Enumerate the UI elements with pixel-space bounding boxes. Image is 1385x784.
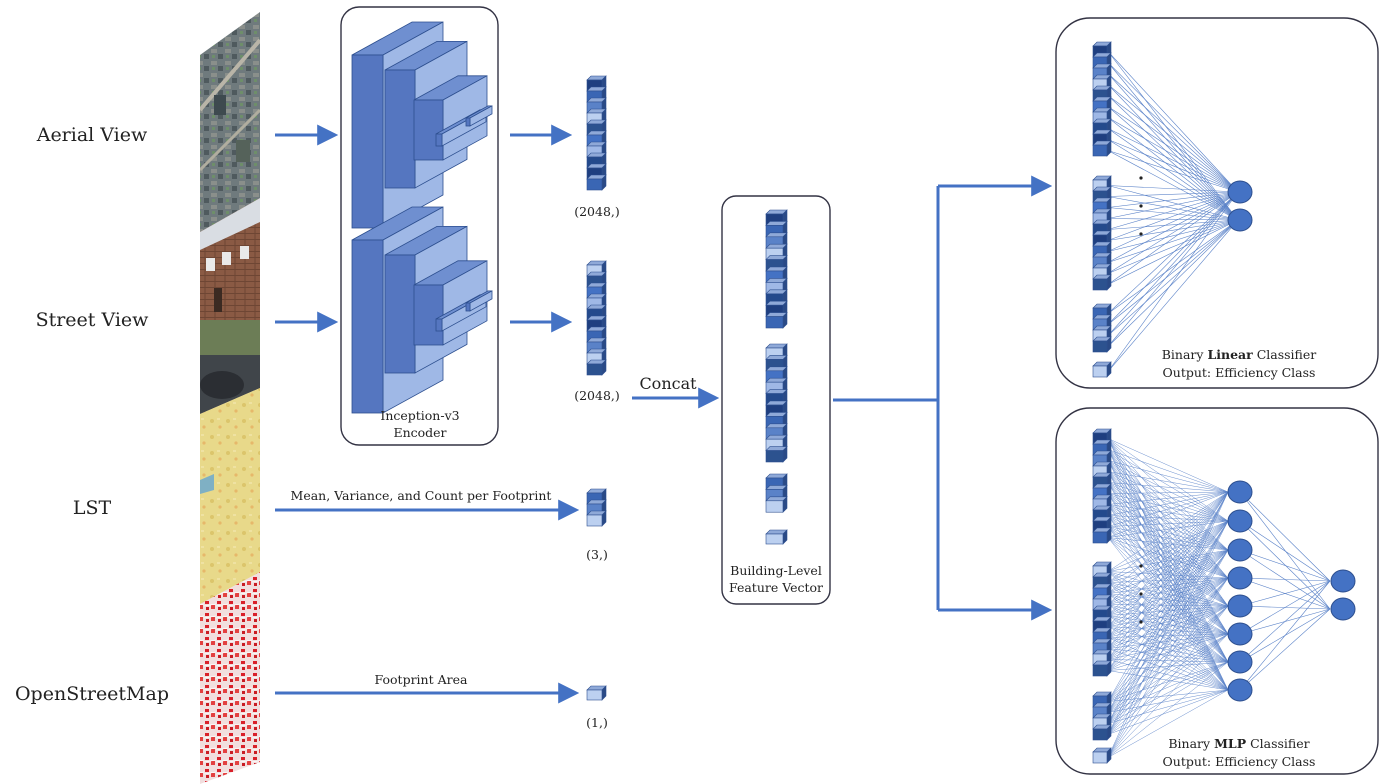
hidden-node xyxy=(1227,650,1253,674)
aerial-view-label: Aerial View xyxy=(36,124,148,146)
vector-cube xyxy=(1092,747,1112,764)
vector-cube xyxy=(1092,527,1112,544)
linear-classifier: Binary Linear Classifier Output: Efficie… xyxy=(1055,17,1379,389)
lst-image xyxy=(200,388,260,604)
vector-cube xyxy=(586,337,607,354)
combined-vector-cubes xyxy=(765,209,788,545)
vector-cube xyxy=(1092,483,1112,500)
vector-cube xyxy=(1092,274,1112,291)
inception-encoder: Inception-v3 Encoder xyxy=(340,6,499,446)
linear-connections xyxy=(1107,51,1239,372)
input-images xyxy=(200,12,260,784)
vector-cube xyxy=(1092,325,1112,342)
mlp-classifier: Binary MLP Classifier Output: Efficiency… xyxy=(1055,407,1379,775)
ellipsis-dot xyxy=(1139,592,1143,596)
linear-classifier-title: Binary Linear Classifier xyxy=(1162,347,1317,362)
output-node xyxy=(1227,180,1253,204)
ellipsis-dot xyxy=(1139,564,1143,568)
openstreetmap-image xyxy=(200,572,260,784)
hidden-node xyxy=(1227,566,1253,590)
image-to-encoder-arrows xyxy=(275,124,580,704)
ellipsis-dot xyxy=(1139,232,1143,236)
hidden-node xyxy=(1227,622,1253,646)
street-view-label: Street View xyxy=(36,309,150,331)
vector-cube xyxy=(765,496,788,513)
cnn-stack-street xyxy=(351,206,493,414)
output-node xyxy=(1227,208,1253,232)
aerial-feature-vector xyxy=(586,75,607,191)
vector-cube xyxy=(1092,197,1112,214)
encoder-name-line2: Encoder xyxy=(393,425,446,440)
vector-cube xyxy=(1092,361,1112,378)
vector-cube xyxy=(586,685,607,701)
hidden-node xyxy=(1227,538,1253,562)
aerial-view-image xyxy=(200,12,260,232)
hidden-node xyxy=(1227,678,1253,702)
hidden-node xyxy=(1227,480,1253,504)
feature-vector-line1: Building-Level xyxy=(730,563,822,578)
osm-edge-label: Footprint Area xyxy=(375,672,468,687)
linear-classifier-output: Output: Efficiency Class xyxy=(1163,365,1316,380)
aerial-vector-shape: (2048,) xyxy=(574,204,620,219)
street-feature-vector xyxy=(586,260,607,376)
building-level-feature-vector: Building-Level Feature Vector xyxy=(721,195,831,605)
vector-cube xyxy=(586,510,607,527)
vector-cube xyxy=(586,163,607,180)
concat-label: Concat xyxy=(639,374,697,393)
vector-cube xyxy=(765,529,788,545)
lst-label: LST xyxy=(73,497,112,519)
mlp-classifier-title: Binary MLP Classifier xyxy=(1168,736,1309,751)
vector-cube xyxy=(1092,724,1112,741)
vector-cube xyxy=(1092,660,1112,677)
mlp-connections xyxy=(1107,438,1331,758)
lst-feature-vector xyxy=(586,488,607,527)
vector-cube xyxy=(1092,594,1112,611)
vector-cube xyxy=(586,359,607,376)
linear-network xyxy=(1092,41,1253,378)
street-vector-shape: (2048,) xyxy=(574,388,620,403)
cnn-layer xyxy=(465,290,493,312)
output-node xyxy=(1330,569,1356,593)
ellipsis-dot xyxy=(1139,204,1143,208)
ellipsis-dot xyxy=(1139,620,1143,624)
vector-cube xyxy=(586,293,607,310)
osm-feature-vector xyxy=(586,685,607,701)
vector-cube xyxy=(1092,336,1112,353)
hidden-node xyxy=(1227,509,1253,533)
vector-cube xyxy=(765,300,788,318)
cnn-layer xyxy=(465,105,493,127)
lst-edge-label: Mean, Variance, and Count per Footprint xyxy=(291,488,552,503)
classifier-branch-lines xyxy=(833,175,1053,621)
hidden-node xyxy=(1227,594,1253,618)
vector-cube xyxy=(1092,140,1112,157)
street-view-image xyxy=(200,198,260,414)
osm-vector-shape: (1,) xyxy=(586,715,608,730)
vector-cube xyxy=(765,311,788,329)
mlp-network xyxy=(1092,428,1356,764)
openstreetmap-label: OpenStreetMap xyxy=(15,683,169,705)
feature-vector-line2: Feature Vector xyxy=(729,580,823,595)
encoder-name-line1: Inception-v3 xyxy=(380,408,459,423)
cnn-stack-aerial xyxy=(351,21,493,229)
ellipsis-dot xyxy=(1139,176,1143,180)
vector-cube xyxy=(765,243,788,261)
mlp-classifier-output: Output: Efficiency Class xyxy=(1163,754,1316,769)
output-node xyxy=(1330,597,1356,621)
vector-cube xyxy=(765,445,788,463)
lst-vector-shape: (3,) xyxy=(586,547,608,562)
vector-cube xyxy=(586,174,607,191)
